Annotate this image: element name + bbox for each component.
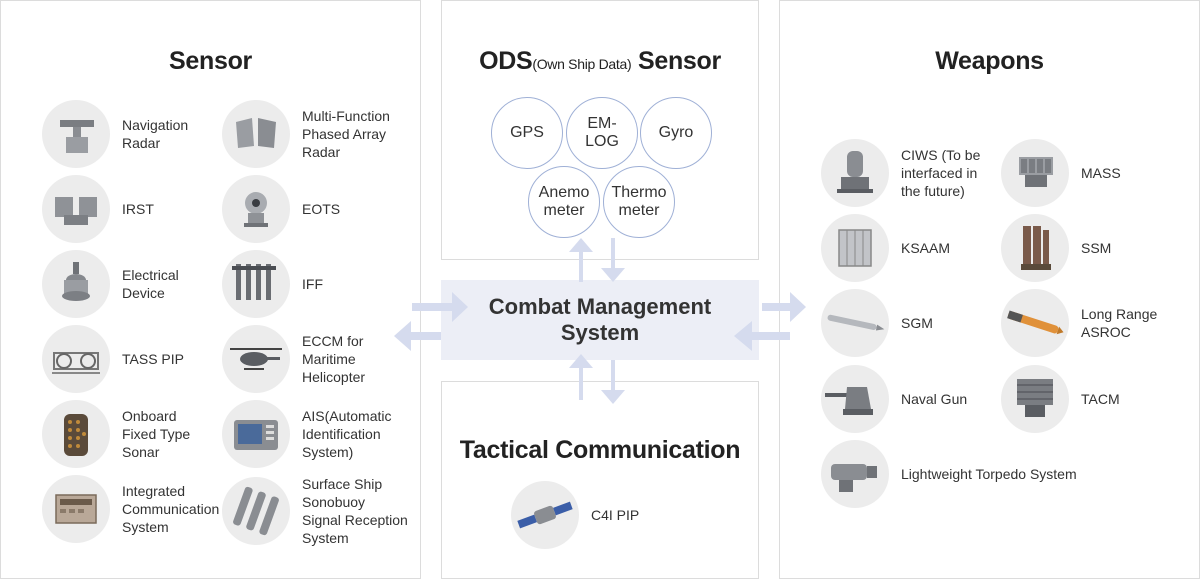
sensor-item-irst: IRST [42, 175, 154, 243]
weapons-item-torpedo: Lightweight Torpedo System [821, 440, 1077, 508]
sensor-title: Sensor [169, 47, 252, 75]
sensor-item-label: EOTS [302, 201, 341, 217]
sensor-item-label: AIS(Automatic Identification System) [302, 408, 392, 460]
cms-label: Combat Management System [488, 294, 712, 345]
ais-icon [222, 400, 290, 468]
sonobuoy-icon [222, 477, 290, 545]
sensor-item-eccm-helicopter: ECCM for Maritime Helicopter [222, 325, 365, 393]
sensor-item-label: Navigation Radar [122, 117, 189, 151]
ciws-icon [821, 139, 889, 207]
mass-icon [1001, 139, 1069, 207]
satellite-icon [511, 481, 579, 549]
sensor-item-tass-pip: TASS PIP [42, 325, 184, 393]
weapons-item-label: TACM [1081, 391, 1120, 407]
sgm-icon [821, 289, 889, 357]
combat-management-system: Combat Management System [441, 280, 759, 360]
weapons-item-ssm: SSM [1001, 214, 1111, 282]
sensor-item-iff: IFF [222, 250, 323, 318]
tactical-title: Tactical Communication [459, 436, 741, 464]
ods-title: ODS(Own Ship Data) Sensor [442, 47, 758, 76]
weapons-item-label: KSAAM [901, 240, 951, 256]
sensor-item-label: Surface Ship Sonobuoy Signal Reception S… [302, 476, 408, 546]
sensor-item-label: Onboard Fixed Type Sonar [122, 408, 191, 460]
sensor-item-electrical-device: Electrical Device [42, 250, 179, 318]
ods-panel: ODS(Own Ship Data) Sensor GPS EM- LOG Gy… [441, 0, 759, 260]
weapons-item-label: Naval Gun [901, 391, 968, 407]
weapons-panel: Weapons CIWS (To be interfaced in the fu… [779, 0, 1200, 579]
radar-icon [42, 100, 110, 168]
tass-icon [42, 325, 110, 393]
ods-title-small: (Own Ship Data) [532, 56, 632, 72]
weapons-item-label: Lightweight Torpedo System [901, 466, 1077, 482]
ods-item-gps: GPS [491, 97, 563, 169]
tactical-item-label: C4I PIP [591, 507, 640, 523]
ods-title-main: ODS [479, 47, 533, 75]
asroc-icon [1001, 289, 1069, 357]
sonar-icon [42, 400, 110, 468]
weapons-item-label: Long Range ASROC [1081, 306, 1158, 340]
weapons-item-label: SGM [901, 315, 933, 331]
irst-icon [42, 175, 110, 243]
iff-icon [222, 250, 290, 318]
tacm-icon [1001, 365, 1069, 433]
weapons-item-label: MASS [1081, 165, 1121, 181]
weapons-item-naval-gun: Naval Gun [821, 365, 967, 433]
ods-item-em-log: EM- LOG [566, 97, 638, 169]
tactical-panel: Tactical Communication C4I PIP [441, 381, 759, 579]
weapons-title: Weapons [935, 47, 1044, 75]
ods-item-thermometer: Thermo meter [603, 166, 675, 238]
sensor-item-label: TASS PIP [122, 351, 184, 367]
ods-item-anemometer: Anemo meter [528, 166, 600, 238]
sensor-panel: Sensor Navigation Radar IRST Electrical … [0, 0, 421, 579]
ksaam-icon [821, 214, 889, 282]
sensor-item-multi-function-radar: Multi-Function Phased Array Radar [222, 100, 390, 168]
weapons-item-ksaam: KSAAM [821, 214, 950, 282]
ssm-icon [1001, 214, 1069, 282]
sensor-item-label: Electrical Device [122, 267, 179, 301]
sensor-item-integrated-communication: Integrated Communication System [42, 475, 219, 543]
eots-icon [222, 175, 290, 243]
ods-item-gyro: Gyro [640, 97, 712, 169]
helicopter-icon [222, 325, 290, 393]
weapons-item-label: SSM [1081, 240, 1112, 256]
sensor-item-navigation-radar: Navigation Radar [42, 100, 188, 168]
sensor-item-label: IFF [302, 276, 323, 292]
sensor-item-sonobuoy: Surface Ship Sonobuoy Signal Reception S… [222, 475, 408, 547]
sensor-item-ais: AIS(Automatic Identification System) [222, 400, 391, 468]
sensor-item-label: ECCM for Maritime Helicopter [302, 333, 366, 385]
communication-icon [42, 475, 110, 543]
sensor-item-label: IRST [122, 201, 154, 217]
electrical-device-icon [42, 250, 110, 318]
weapons-item-sgm: SGM [821, 289, 933, 357]
tactical-item-c4i-pip: C4I PIP [511, 481, 639, 549]
sensor-item-label: Integrated Communication System [122, 483, 220, 535]
sensor-item-onboard-sonar: Onboard Fixed Type Sonar [42, 400, 190, 468]
torpedo-icon [821, 440, 889, 508]
naval-gun-icon [821, 365, 889, 433]
weapons-item-ciws: CIWS (To be interfaced in the future) [821, 139, 980, 207]
weapons-item-tacm: TACM [1001, 365, 1120, 433]
phased-array-icon [222, 100, 290, 168]
sensor-item-label: Multi-Function Phased Array Radar [302, 108, 390, 160]
weapons-item-asroc: Long Range ASROC [1001, 289, 1157, 357]
sensor-item-eots: EOTS [222, 175, 340, 243]
ods-title-end: Sensor [631, 47, 721, 75]
weapons-item-label: CIWS (To be interfaced in the future) [901, 147, 981, 199]
weapons-item-mass: MASS [1001, 139, 1121, 207]
